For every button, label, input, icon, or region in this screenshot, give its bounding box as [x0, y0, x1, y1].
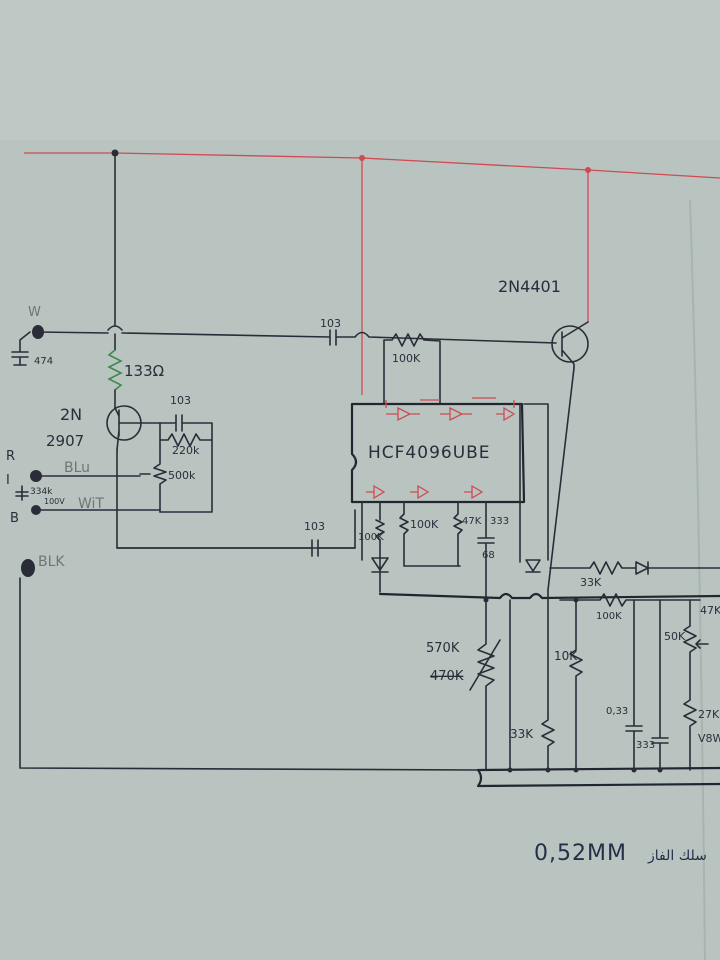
- resistor-500k-label: 500k: [168, 469, 196, 482]
- arabic-wire-note: سلك الفاز: [647, 848, 707, 864]
- resistor-47k: [453, 501, 463, 567]
- ic-internal-switches-top: [386, 406, 516, 422]
- res-100v-label: 100V: [44, 497, 65, 506]
- input-terminal-wires: [39, 475, 161, 511]
- cap-333-ic: [477, 501, 495, 601]
- b-terminal: [31, 505, 41, 515]
- cap-333-bottom: [651, 599, 669, 771]
- cap-474-symbol: [11, 331, 31, 366]
- blu-wire-label: BLu: [64, 460, 90, 476]
- cap-68-label: 68: [482, 550, 495, 561]
- resistor-33k-top-label: 33K: [580, 576, 602, 589]
- resistor-33k-bottom-label: 33K: [510, 727, 534, 741]
- cap-333-bottom-label: 333: [636, 740, 655, 751]
- trimmer-arrow: [469, 639, 501, 691]
- resistor-220k-symbol: [159, 422, 213, 447]
- resistor-47k-label: 47K: [462, 516, 482, 527]
- resistor-10k-label: 10K: [554, 649, 578, 663]
- ic-internal-switches-bottom: [366, 484, 484, 500]
- trimmer-570k: [477, 599, 495, 771]
- resistor-100k-top-label: 100K: [392, 352, 421, 365]
- output-bus-wire: [378, 592, 720, 600]
- resistor-100k-left-label: 100K: [358, 532, 384, 543]
- npn-transistor-leads: [561, 321, 589, 369]
- cap-103-top-label: 103: [320, 317, 341, 330]
- diode-left: [371, 557, 389, 573]
- junction-dot: [573, 597, 579, 603]
- trimmer-570k-label: 570K: [426, 641, 460, 656]
- input-cap-symbol: [15, 485, 29, 501]
- resistor-100k-left: [361, 501, 385, 593]
- paper-highlight: [0, 0, 720, 140]
- resistor-133-label: 133Ω: [124, 362, 164, 380]
- wire-gauge-note: 0,52MM: [534, 841, 627, 866]
- pot-50k-wiper: [695, 639, 709, 649]
- cap-333-ic-label: 333: [490, 516, 509, 527]
- junction-dot: [507, 767, 513, 773]
- pot-50k-label: 50K: [664, 630, 686, 643]
- resistor-100k-top: [383, 333, 441, 405]
- cap-033: [625, 599, 643, 771]
- npn-transistor-symbol: [551, 325, 589, 363]
- junction-dot: [631, 767, 637, 773]
- ground-bus-wire: [476, 766, 720, 788]
- junction-dot: [585, 167, 591, 173]
- resistor-500k-symbol: [153, 439, 167, 513]
- npn-part-label: 2N4401: [498, 277, 561, 296]
- cap-033-label: 0,33: [606, 706, 628, 717]
- wire-w-label: W: [28, 305, 41, 320]
- r-terminal: [30, 470, 42, 482]
- resistor-220k-label: 220k: [172, 444, 200, 457]
- junction-dot: [657, 767, 663, 773]
- resistor-47k-right-label: 47K: [700, 604, 720, 617]
- ic-body: [350, 402, 526, 504]
- wire-r-label: R: [6, 449, 15, 464]
- junction-dot: [483, 597, 489, 603]
- cap-103-bottom-label: 103: [304, 520, 325, 533]
- resistor-10k: [569, 599, 583, 771]
- resistor-33k-diode-top: [549, 561, 720, 575]
- resistor-100k-mid: [399, 501, 461, 567]
- junction-dot: [573, 767, 579, 773]
- pnp-transistor-leads: [114, 407, 161, 451]
- ic-name-label: HCF4096UBE: [368, 443, 491, 463]
- ground-return-wire: [19, 577, 479, 771]
- cap-103-network: [159, 414, 213, 513]
- resistor-100k-right-label: 100K: [596, 611, 622, 622]
- blk-terminal: [21, 559, 35, 577]
- pnp-part-number: 2907: [46, 432, 84, 450]
- w-input-wire: [37, 331, 331, 338]
- cap-103-bottom: [116, 509, 356, 557]
- ic-internal-top-links: [385, 397, 515, 408]
- wire-i-label: I: [6, 473, 10, 488]
- blk-wire-label: BLK: [38, 554, 65, 570]
- resistor-27k-label: 27K: [698, 708, 720, 721]
- wire-b-label: B: [10, 511, 19, 526]
- pnp-part-label: 2N: [60, 405, 82, 424]
- resistor-18w-label: V8W: [698, 732, 720, 745]
- cap-474-label: 474: [34, 356, 53, 367]
- resistor-100k-right: [559, 593, 701, 607]
- supply-vertical-wire: [107, 152, 123, 351]
- cap-103-label: 103: [170, 394, 191, 407]
- ic-right-wires: [519, 403, 549, 563]
- resistor-133-symbol: [107, 349, 123, 391]
- wit-wire-label: WiT: [78, 496, 104, 512]
- junction-dot: [359, 155, 365, 161]
- w-terminal: [32, 325, 44, 339]
- pot-50k-resistor-27k: [683, 599, 697, 771]
- resistor-33k-bottom: [541, 589, 555, 771]
- res-334k-label: 334k: [30, 487, 53, 497]
- resistor-100k-mid-label: 100K: [410, 518, 439, 531]
- cap-103-top: [329, 329, 557, 346]
- junction-dot: [545, 767, 551, 773]
- diode-right: [525, 559, 541, 573]
- npn-emitter-wire: [547, 367, 575, 591]
- paper-fold: [689, 199, 706, 960]
- trimmer-470k-label: 470K: [430, 669, 464, 684]
